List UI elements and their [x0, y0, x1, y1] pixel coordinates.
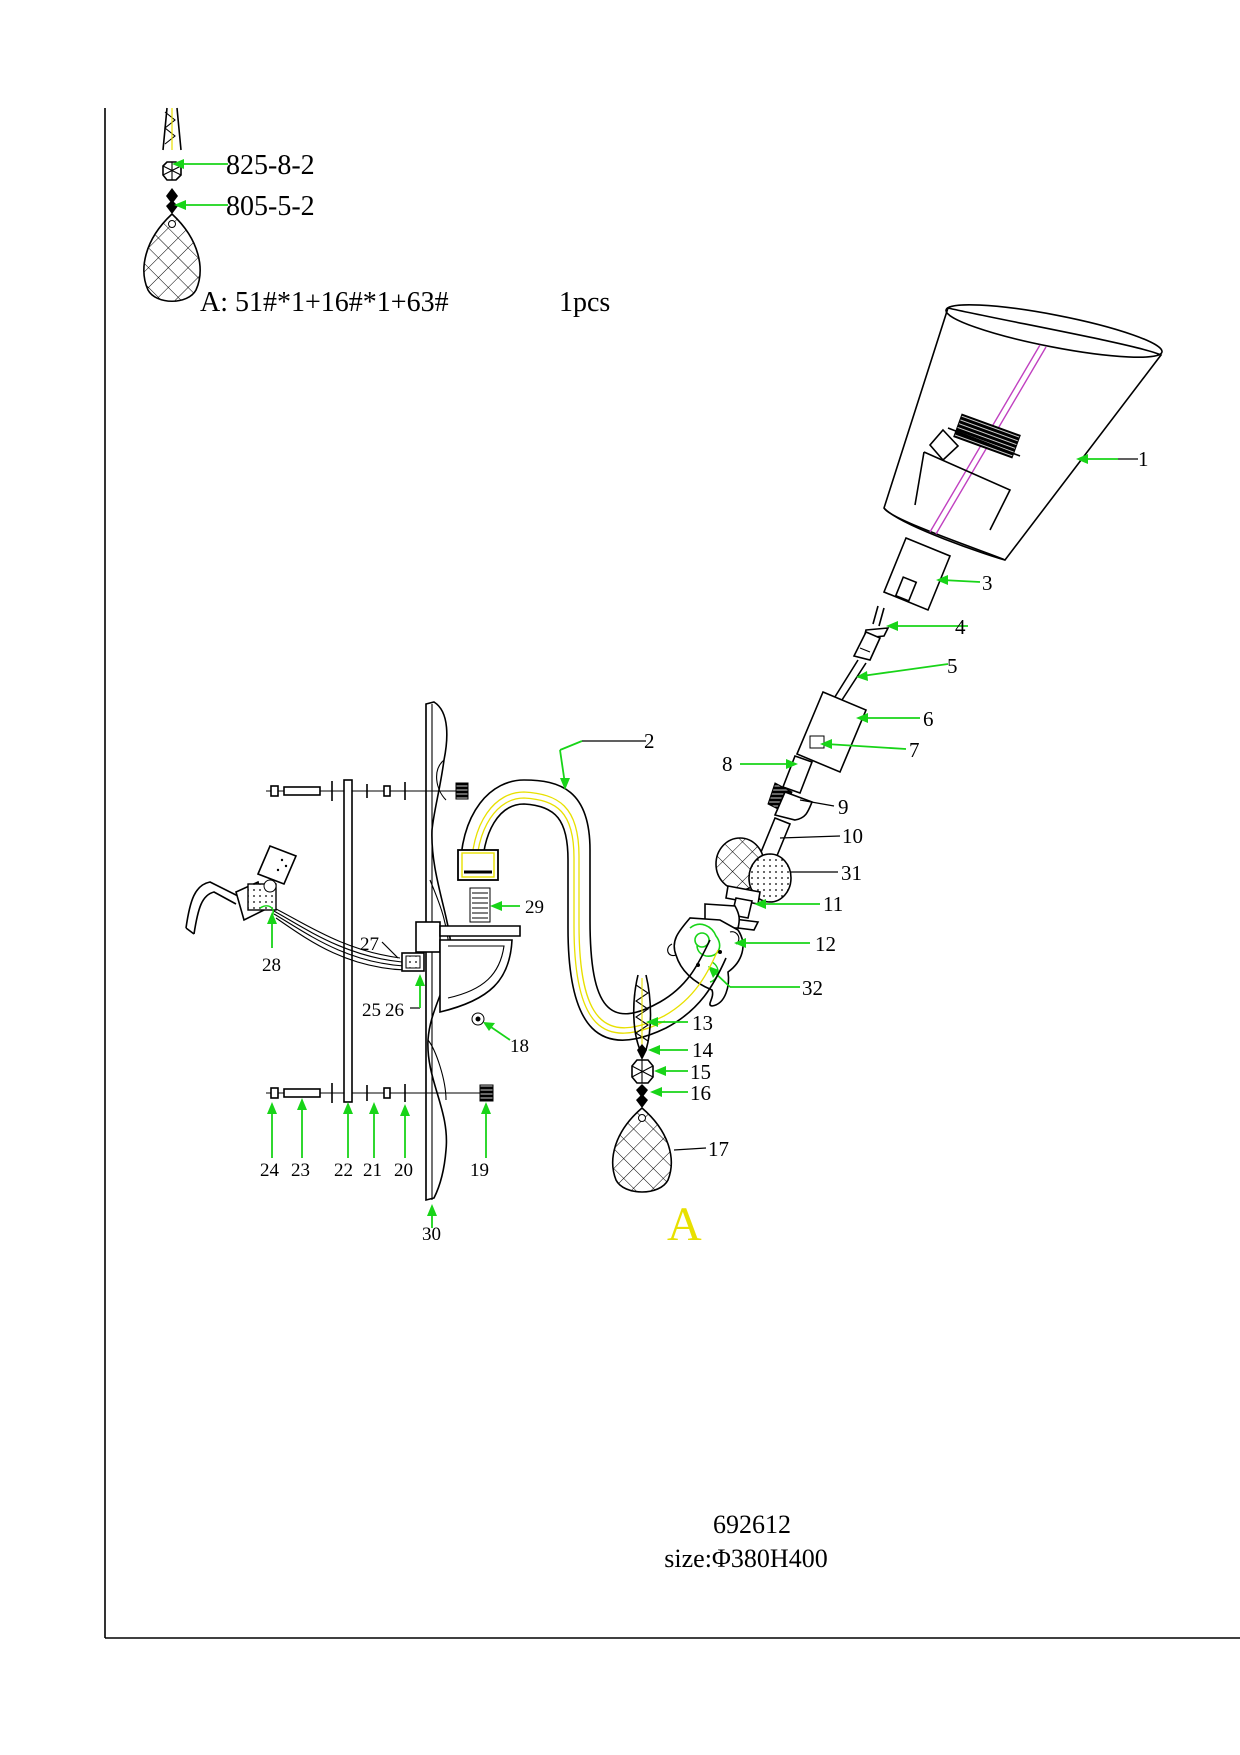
mounting-hardware-top — [266, 781, 469, 801]
label-part-5: 5 — [947, 654, 958, 678]
label-part-13: 13 — [692, 1011, 713, 1035]
detail-quantity: 1pcs — [559, 287, 610, 318]
sheet-border — [104, 108, 1240, 1639]
leaders-13-to-17 — [646, 1017, 707, 1151]
wiring-harness — [269, 905, 425, 972]
detail-parts-line: A: 51#*1+16#*1+63# — [200, 287, 449, 318]
mounting-plate-22 — [343, 779, 353, 1103]
label-part-18: 18 — [510, 1036, 529, 1057]
label-part-1: 1 — [1138, 447, 1149, 471]
label-part-31: 31 — [841, 861, 862, 885]
detail-callout-a: A — [667, 1198, 702, 1251]
label-part-21: 21 — [363, 1160, 382, 1181]
label-part-8: 8 — [722, 752, 733, 776]
label-part-14: 14 — [692, 1038, 714, 1062]
label-part-6: 6 — [923, 707, 934, 731]
screw-18 — [471, 1012, 485, 1026]
label-part-27: 27 — [360, 934, 379, 955]
label-part-24: 24 — [260, 1160, 280, 1181]
label-part-28: 28 — [262, 955, 281, 976]
leader-2 — [559, 740, 646, 790]
label-part-25: 25 — [362, 1000, 381, 1021]
label-part-9: 9 — [838, 795, 849, 819]
switch-plug-28 — [185, 844, 298, 935]
label-part-20: 20 — [394, 1160, 413, 1181]
curved-arm — [457, 779, 727, 1041]
label-part-19: 19 — [470, 1160, 489, 1181]
lamp-shade — [883, 303, 1163, 562]
leaders-11-12-31-32 — [708, 871, 838, 988]
label-part-15: 15 — [690, 1060, 711, 1084]
label-part-7: 7 — [909, 738, 920, 762]
leader-1 — [1076, 454, 1138, 464]
label-part-30: 30 — [422, 1224, 441, 1245]
label-part-17: 17 — [708, 1137, 729, 1161]
leaders-3-to-10 — [740, 575, 981, 839]
detail-code-1: 825-8-2 — [226, 150, 315, 181]
arm-bracket — [415, 887, 521, 1014]
leaders-19-to-24 — [267, 1098, 491, 1158]
hanging-crystal — [611, 974, 673, 1193]
label-part-12: 12 — [815, 932, 836, 956]
detail-a-leaders — [172, 159, 228, 210]
label-part-3: 3 — [982, 571, 993, 595]
label-part-4: 4 — [955, 615, 966, 639]
label-part-32: 32 — [802, 976, 823, 1000]
label-part-22: 22 — [334, 1160, 353, 1181]
label-part-2: 2 — [644, 729, 655, 753]
label-part-16: 16 — [690, 1081, 711, 1105]
leaders-25-to-28 — [267, 912, 425, 1009]
label-part-10: 10 — [842, 824, 863, 848]
label-part-26: 26 — [385, 1000, 404, 1021]
size-spec: size:Φ380H400 — [664, 1544, 827, 1573]
detail-a-pendant — [143, 107, 201, 302]
label-part-11: 11 — [823, 892, 843, 916]
detail-code-2: 805-5-2 — [226, 191, 315, 222]
mounting-hardware-bottom — [266, 1083, 494, 1103]
socket-assembly — [757, 536, 952, 865]
leaders-18-29-30 — [427, 901, 520, 1228]
model-number: 692612 — [713, 1510, 791, 1539]
label-part-23: 23 — [291, 1160, 310, 1181]
label-part-29: 29 — [525, 897, 544, 918]
